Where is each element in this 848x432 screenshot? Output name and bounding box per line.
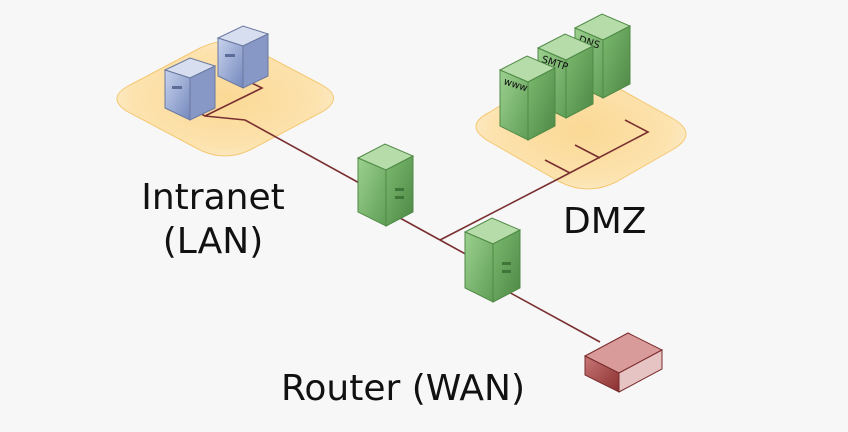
router-device — [583, 332, 664, 393]
intranet-lan-label: Intranet (LAN) — [128, 176, 298, 264]
lan-server-1 — [163, 57, 217, 121]
firewall-1 — [356, 143, 415, 227]
dmz-server-www: www — [498, 55, 557, 141]
intranet-label: Intranet — [141, 177, 285, 218]
lan-server-2 — [216, 25, 270, 89]
firewall-2 — [463, 217, 522, 303]
dmz-label: DMZ — [563, 201, 647, 242]
lan-label: (LAN) — [162, 221, 264, 262]
router-wan-label: Router (WAN) — [281, 368, 526, 409]
